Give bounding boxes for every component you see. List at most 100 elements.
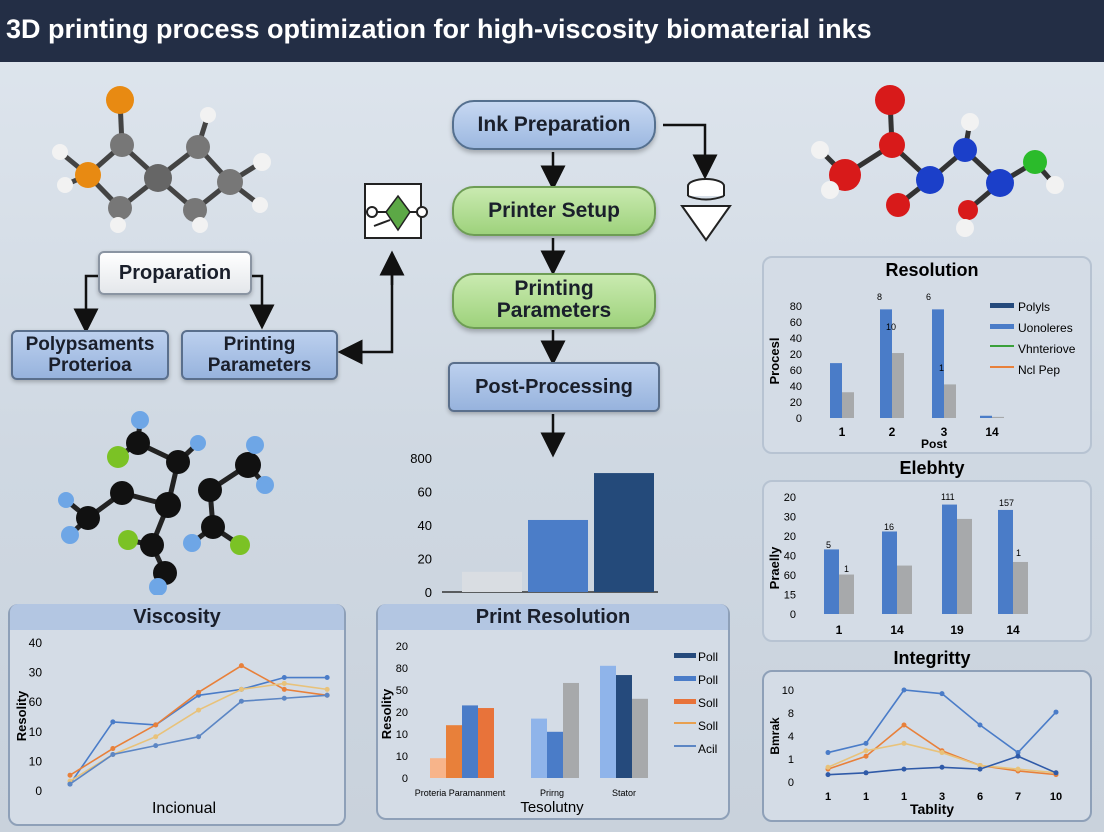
x-tick-label: 14 [985, 425, 999, 439]
x-tick-label: 6 [977, 791, 983, 803]
data-point [1015, 750, 1021, 756]
y-tick-label: 8 [788, 708, 794, 720]
printer-setup-node[interactable]: Printer Setup [452, 186, 656, 236]
molecule-icon [811, 85, 1064, 237]
bar [942, 504, 957, 614]
ink-preparation-node[interactable]: Ink Preparation [452, 100, 656, 150]
y-tick-label: 60 [418, 485, 432, 500]
data-point [1015, 766, 1021, 772]
y-tick-label: 80 [396, 663, 408, 675]
y-tick-label: 10 [396, 751, 408, 763]
y-tick-label: 800 [410, 451, 432, 466]
post-processing-node[interactable]: Post-Processing [448, 362, 660, 412]
bar [944, 384, 956, 418]
x-tick-label: 3 [941, 425, 948, 439]
legend-label: Ncl Pep [1018, 363, 1060, 377]
bar [998, 509, 1013, 614]
y-tick-label: 0 [790, 609, 796, 621]
x-axis-label: Post [921, 437, 947, 451]
legend-swatch [990, 366, 1014, 368]
x-tick-label: 1 [836, 623, 843, 637]
data-point [863, 748, 869, 754]
data-point [110, 719, 116, 725]
data-point [901, 722, 907, 728]
data-point [939, 764, 945, 770]
x-tick-label: 1 [863, 791, 869, 803]
y-tick-label: 20 [790, 397, 802, 409]
bar [462, 571, 522, 592]
y-tick-label: 60 [790, 317, 802, 329]
y-tick-label: 10 [29, 725, 43, 739]
funnel-icon [680, 178, 732, 242]
legend-swatch [674, 722, 696, 724]
legend-label: Acil [698, 742, 717, 756]
y-axis-label: Procesl [767, 338, 782, 385]
y-tick-label: 20 [418, 552, 432, 567]
legend-swatch [990, 324, 1014, 329]
data-point [901, 766, 907, 772]
x-tick-label: 14 [890, 623, 904, 637]
data-point [238, 663, 244, 669]
y-tick-label: 4 [788, 731, 794, 743]
data-point [863, 753, 869, 759]
y-tick-label: 80 [790, 301, 802, 313]
preparation-node[interactable]: Proparation [98, 251, 252, 295]
data-point [238, 698, 244, 704]
molecule-icon [58, 411, 274, 595]
x-tick-label: Stator [612, 788, 636, 798]
legend-label: Soll [698, 719, 718, 733]
data-label: 10 [886, 322, 896, 332]
y-tick-label: 20 [790, 349, 802, 361]
y-tick-label: 20 [396, 707, 408, 719]
bar [957, 518, 972, 614]
data-label: 5 [826, 540, 831, 550]
data-point [1053, 709, 1059, 715]
data-point [324, 692, 330, 698]
data-point [863, 770, 869, 776]
bar [824, 549, 839, 614]
data-point [110, 751, 116, 757]
y-tick-label: 30 [29, 666, 43, 680]
legend-label: Poll [698, 650, 718, 664]
data-label: 8 [877, 292, 882, 302]
bar [880, 309, 892, 418]
data-point [825, 764, 831, 770]
data-label: 1 [844, 564, 849, 574]
bar [430, 758, 446, 778]
bar [897, 565, 912, 614]
x-tick-label: Proteria Paramanment [415, 788, 506, 798]
data-label: 6 [926, 292, 931, 302]
legend-label: Soll [698, 696, 718, 710]
x-tick-label: Prirng [540, 788, 564, 798]
x-tick-label: 1 [825, 791, 831, 803]
printing-parameters-node[interactable]: Printing Parameters [452, 273, 656, 329]
series-line [827, 689, 1057, 754]
y-tick-label: 30 [784, 512, 796, 524]
bar [600, 665, 616, 778]
series-line [69, 664, 328, 776]
y-tick-label: 0 [796, 413, 802, 425]
y-tick-label: 20 [784, 531, 796, 543]
data-point [196, 707, 202, 713]
y-tick-label: 20 [396, 641, 408, 653]
chart-title: Elebhty [899, 458, 964, 478]
data-point [196, 734, 202, 740]
data-point [110, 746, 116, 752]
data-label: 111 [941, 492, 955, 502]
data-point [67, 781, 73, 787]
y-tick-label: 60 [29, 695, 43, 709]
polypsaments-node[interactable]: Polypsaments Proterioa [11, 330, 169, 380]
page-title: 3D printing process optimization for hig… [6, 14, 872, 44]
bar [932, 309, 944, 418]
y-tick-label: 15 [784, 590, 796, 602]
x-tick-label: 2 [889, 425, 896, 439]
bar [478, 708, 494, 778]
printing-parameters-left-node[interactable]: Printing Parameters [181, 330, 338, 380]
x-tick-label: 7 [1015, 791, 1021, 803]
elebhty-panel [762, 480, 1092, 642]
legend-swatch [674, 745, 696, 747]
